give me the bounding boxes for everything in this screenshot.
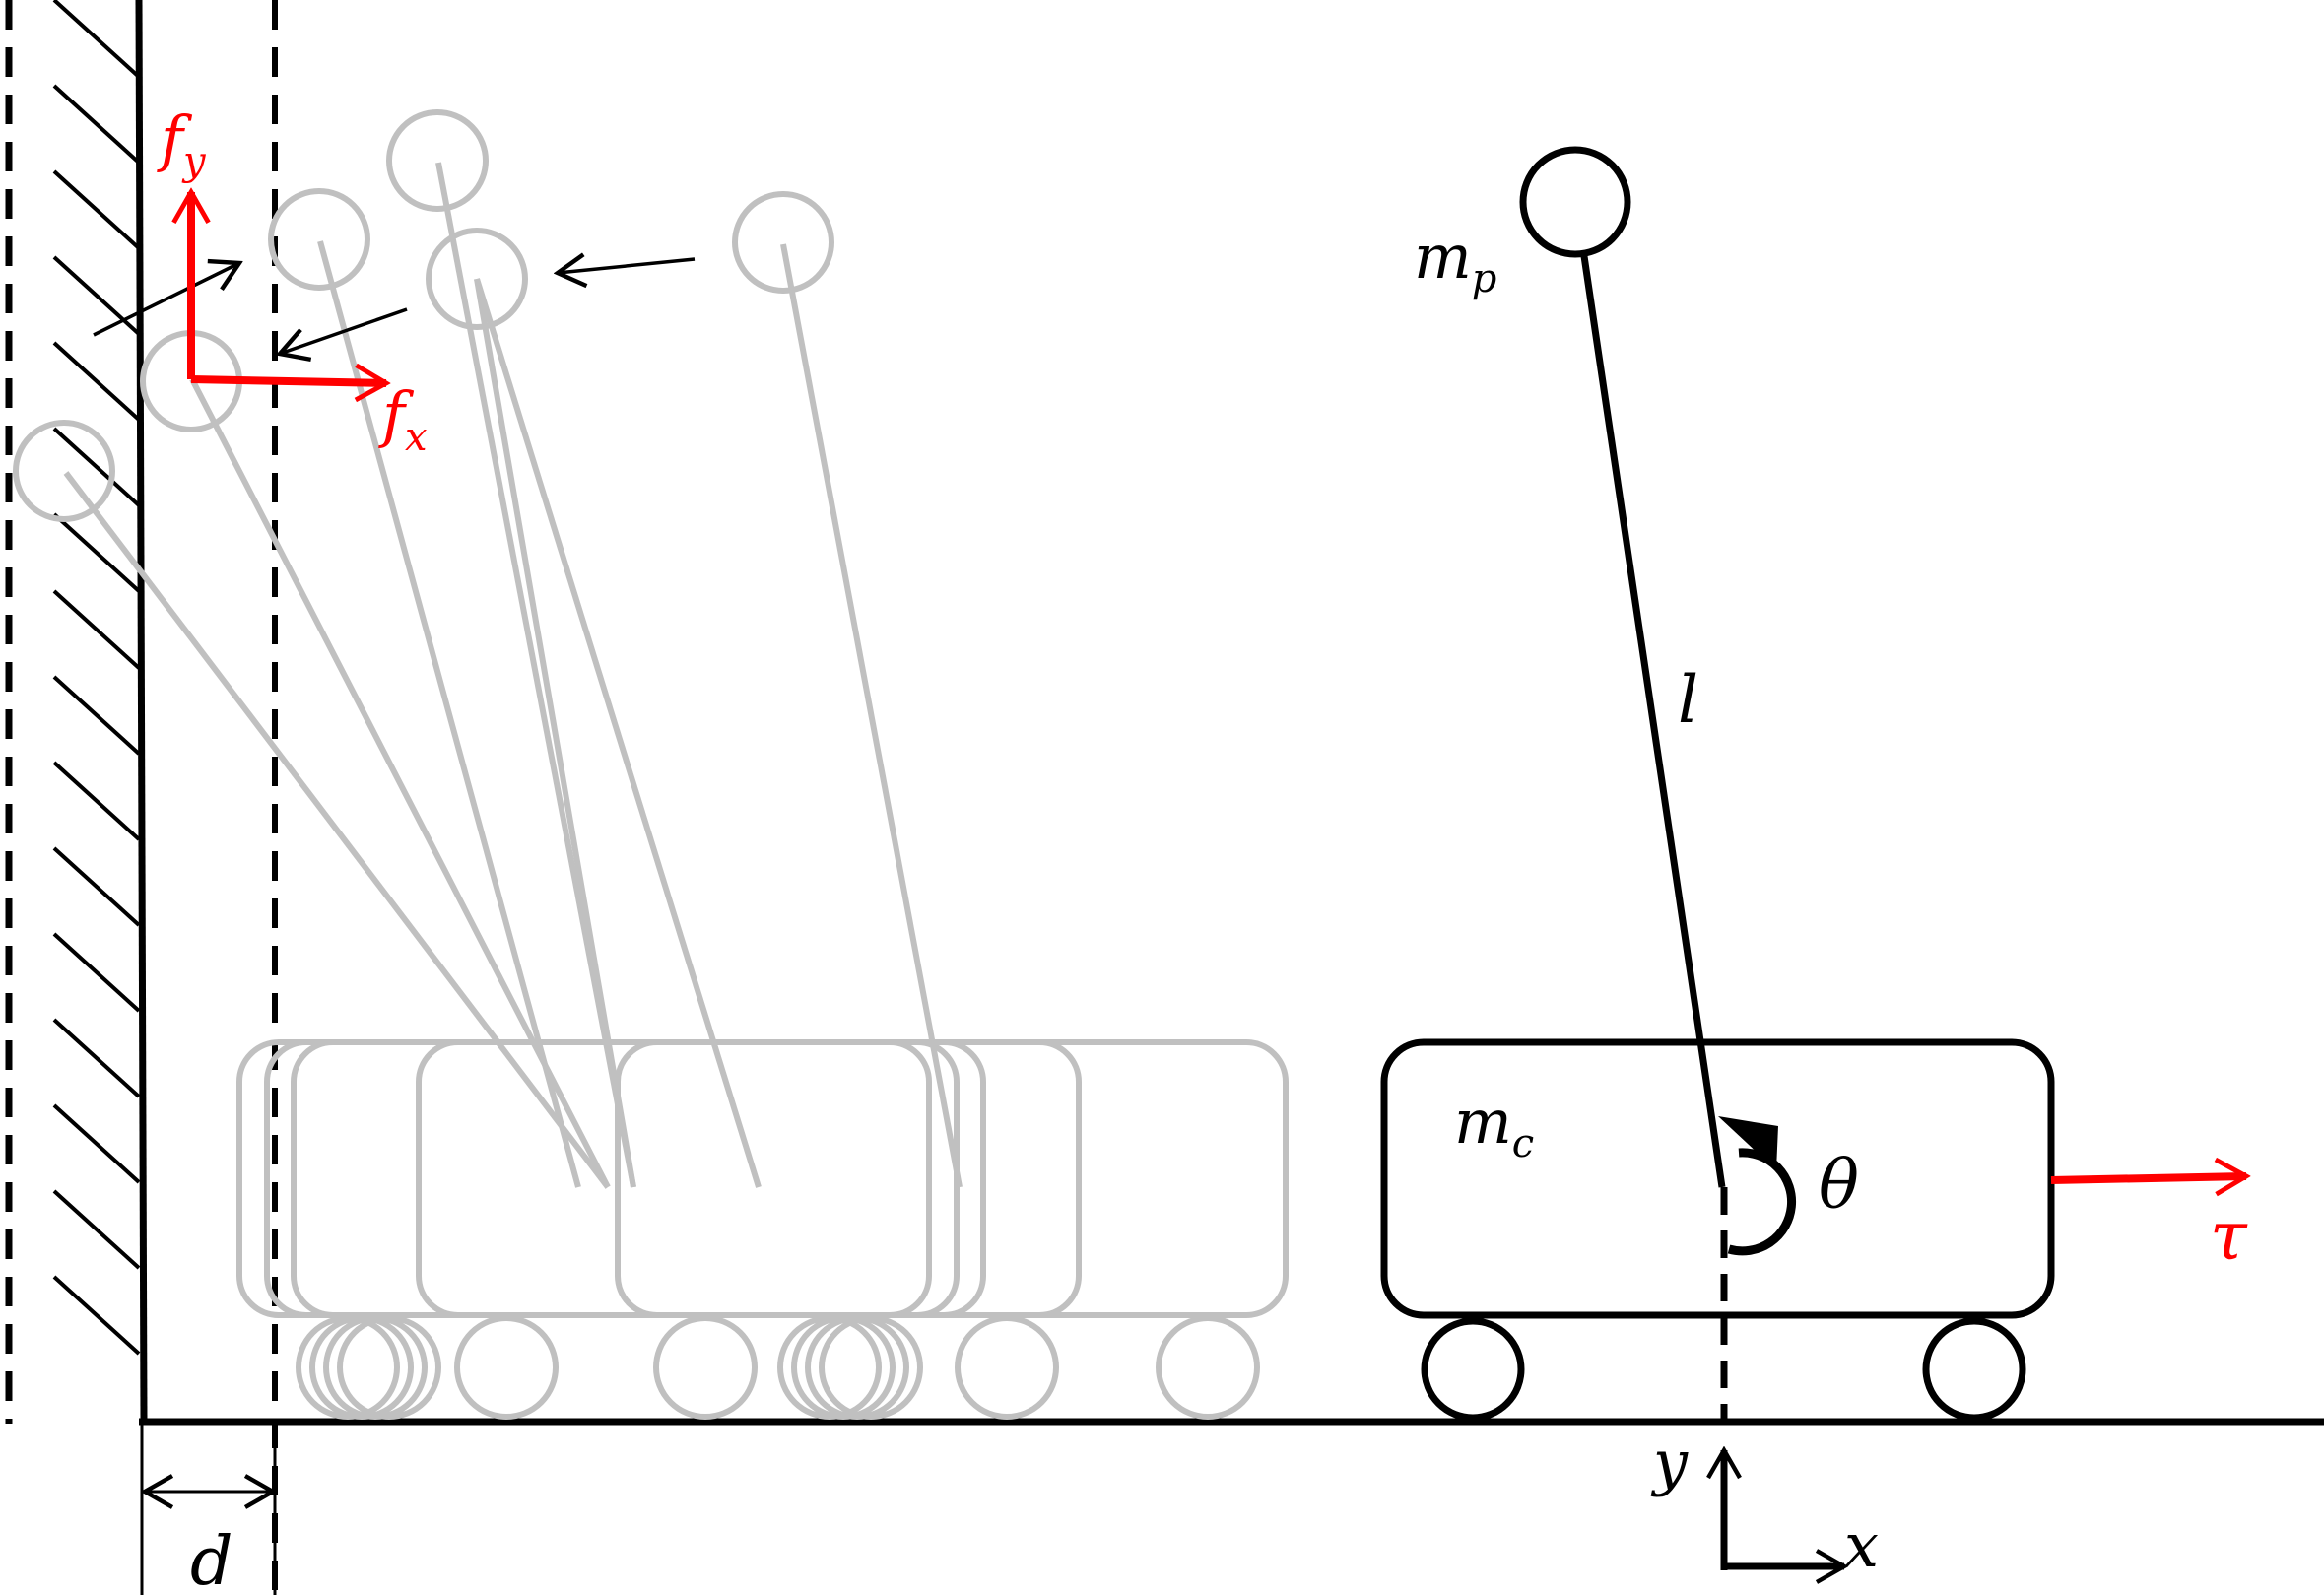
- ghost-wheel: [819, 1315, 923, 1420]
- fy-label: fy: [157, 102, 207, 184]
- coordinate-frame: y x: [1650, 1427, 1879, 1581]
- ghost-wheel: [955, 1315, 1059, 1420]
- ghost-pendulum-mass: [732, 191, 834, 294]
- ghost-pendulum-mass: [13, 420, 115, 522]
- pole: [1580, 255, 1726, 1188]
- ghost-pendulum-mass: [426, 228, 528, 330]
- arrow-toward-wall: [558, 259, 696, 273]
- wall-surface: [135, 0, 148, 1420]
- ghost-wheel: [1156, 1315, 1260, 1420]
- axis-x-label: x: [1844, 1509, 1879, 1581]
- arrow-rebound-1: [280, 307, 408, 354]
- pendulum-mass: [1519, 146, 1631, 258]
- ghost-pendulum-mass: [268, 188, 370, 291]
- distance-label: d: [190, 1523, 233, 1595]
- ghost-cart: [236, 1039, 932, 1318]
- mc-label: mc: [1454, 1086, 1534, 1166]
- wall-hatching: [52, 0, 141, 1356]
- distance-dimension: d: [140, 1424, 275, 1595]
- ghost-wheel: [454, 1315, 559, 1420]
- ghost-pendulum-mass: [386, 109, 489, 212]
- theta-arrowhead: [1718, 1116, 1778, 1170]
- wall: [5, 0, 148, 1424]
- tau-arrow: [2050, 1176, 2246, 1180]
- ghost-wheel: [653, 1315, 758, 1420]
- tau-label: τ: [2210, 1198, 2248, 1276]
- ghost-pole: [435, 162, 636, 1188]
- cartpole-current: mp mc l θ τ: [1380, 146, 2248, 1422]
- arrow-rebound-2: [93, 263, 239, 337]
- fx-arrow: [190, 379, 386, 383]
- length-label: l: [1678, 662, 1698, 738]
- ghost-cart: [615, 1039, 1289, 1318]
- axis-y-label: y: [1650, 1427, 1689, 1498]
- ghost-trajectory: [13, 109, 1289, 1420]
- ghost-pole: [474, 278, 762, 1188]
- mp-label: mp: [1414, 221, 1496, 301]
- ghost-cart: [416, 1039, 1082, 1318]
- ghost-pole: [474, 278, 636, 1188]
- cart-wheel-right: [1922, 1317, 2026, 1422]
- theta-arc: [1727, 1148, 1797, 1256]
- theta-label: θ: [1819, 1147, 1859, 1225]
- ghost-pole: [63, 471, 611, 1189]
- ghost-pole: [780, 243, 963, 1188]
- ghost-cart: [291, 1039, 986, 1318]
- ghost-wheel: [337, 1315, 441, 1420]
- fx-label: fx: [378, 378, 428, 460]
- motion-arrows: [93, 259, 696, 354]
- cart-wheel-left: [1421, 1317, 1525, 1422]
